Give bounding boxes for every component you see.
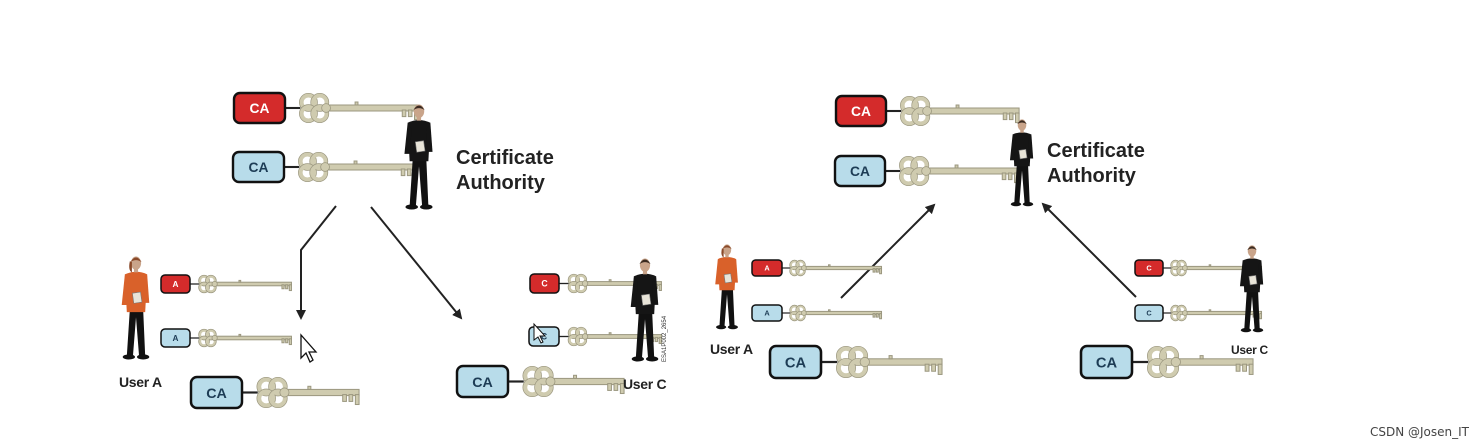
key-tag-label: CA bbox=[472, 375, 493, 391]
ca-public-key-right: CA bbox=[833, 154, 1019, 188]
user-c-label-right: User C bbox=[1231, 343, 1268, 357]
ca-title-line1-right: Certificate bbox=[1047, 140, 1145, 162]
user-c-label-left: User C bbox=[623, 376, 667, 392]
key-tag-label: A bbox=[173, 334, 179, 343]
key-tag-label: A bbox=[173, 280, 179, 289]
key-tag-label: C bbox=[541, 279, 548, 289]
ca-private-key-right: CA bbox=[834, 94, 1020, 128]
ca-person-left bbox=[404, 104, 433, 210]
public-key-tag bbox=[189, 375, 244, 410]
key-tag-label: CA bbox=[851, 104, 871, 119]
key-tag-label: CA bbox=[1096, 355, 1118, 371]
mouse-cursor-icon bbox=[533, 322, 547, 344]
private-key-tag bbox=[1134, 259, 1164, 277]
public-key-tag bbox=[1079, 344, 1134, 380]
public-key-tag bbox=[768, 344, 823, 380]
key-tag-label: C bbox=[1146, 309, 1152, 318]
public-key-tag bbox=[455, 364, 510, 399]
ca-title-line2-right: Authority bbox=[1047, 165, 1136, 187]
ca-person-right bbox=[1009, 119, 1034, 207]
watermark: CSDN @Josen_IT bbox=[1369, 425, 1469, 439]
ca-public-key-user-a-left: CA bbox=[189, 375, 360, 410]
private-key-tag bbox=[529, 273, 560, 294]
user-a-label-right: User A bbox=[710, 341, 753, 357]
ca-title-line2-left: Authority bbox=[456, 172, 545, 194]
user-c-private-key-right: C bbox=[1134, 259, 1263, 277]
key-tag-label: CA bbox=[785, 355, 807, 371]
public-key-tag bbox=[751, 304, 783, 322]
private-key-tag bbox=[834, 94, 888, 128]
public-key-tag bbox=[833, 154, 887, 188]
ca-public-key-user-a-right: CA bbox=[768, 344, 943, 380]
ca-public-key-left: CA bbox=[231, 150, 418, 184]
user-a-label-left: User A bbox=[119, 374, 162, 390]
user-c-person-left bbox=[630, 258, 659, 362]
public-key-tag bbox=[1134, 304, 1164, 322]
key-tag-label: CA bbox=[850, 164, 870, 179]
key-tag-label: A bbox=[764, 309, 770, 318]
key-tag-label: CA bbox=[250, 101, 270, 116]
user-a-private-key-left: A bbox=[160, 274, 292, 294]
ca-public-key-user-c-left: CA bbox=[455, 364, 625, 399]
user-a-private-key-right: A bbox=[751, 259, 883, 277]
arrow-user-a-to-ca-right bbox=[840, 203, 936, 299]
user-c-person-right bbox=[1239, 245, 1264, 333]
key-tag-label: CA bbox=[206, 386, 227, 402]
key-tag-label: CA bbox=[249, 160, 269, 175]
figure-code: ESA1P002_2654 bbox=[662, 315, 668, 362]
ca-private-key-left: CA bbox=[232, 91, 419, 125]
private-key-tag bbox=[751, 259, 783, 277]
key-tag-label: C bbox=[1146, 264, 1152, 273]
ca-public-key-user-c-right: CA bbox=[1079, 344, 1254, 380]
private-key-tag bbox=[160, 274, 191, 294]
user-a-person-right bbox=[715, 244, 738, 330]
private-key-tag bbox=[232, 91, 287, 125]
ca-title-line1-left: Certificate bbox=[456, 147, 554, 169]
arrow-ca-to-user-a-left bbox=[296, 205, 337, 320]
user-c-private-key-left: C bbox=[529, 273, 662, 294]
user-a-public-key-right: A bbox=[751, 304, 883, 322]
user-a-person-left bbox=[121, 256, 150, 360]
public-key-tag bbox=[160, 328, 191, 348]
key-tag-label: C bbox=[541, 332, 548, 342]
key-tag-label: A bbox=[764, 264, 770, 273]
public-key-tag bbox=[231, 150, 286, 184]
arrow-ca-to-user-c-left bbox=[370, 206, 463, 320]
mouse-cursor-icon bbox=[300, 333, 318, 363]
user-a-public-key-left: A bbox=[160, 328, 292, 348]
arrow-user-c-to-ca-right bbox=[1041, 202, 1137, 298]
user-c-public-key-right: C bbox=[1134, 304, 1263, 322]
